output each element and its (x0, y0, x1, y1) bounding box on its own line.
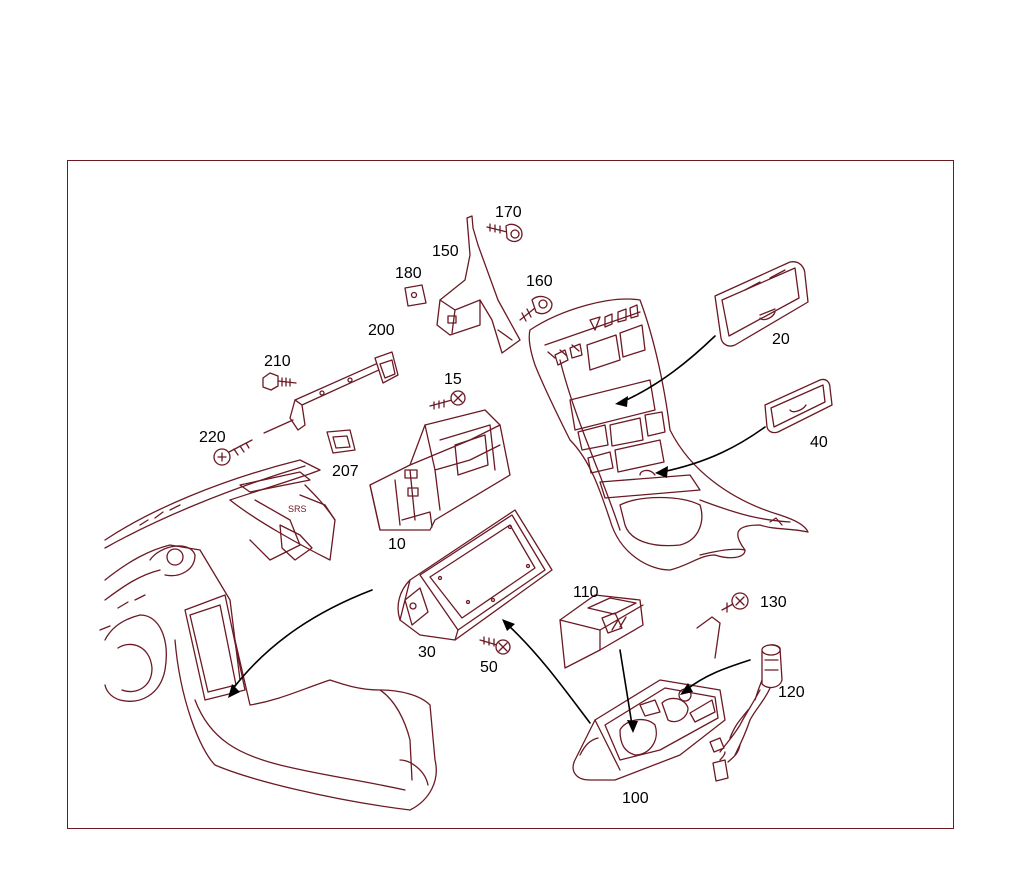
callout-labels: 10 15 20 30 40 50 100 110 120 130 150 16… (199, 204, 828, 807)
label-210: 210 (264, 353, 291, 370)
air-vent-40 (764, 378, 833, 434)
label-40: 40 (810, 434, 828, 451)
dashboard-panel: SRS (99, 459, 336, 702)
bracket-200-icon (263, 351, 399, 434)
label-100: 100 (622, 790, 649, 807)
screw-130-icon (696, 592, 749, 659)
bolt-210-icon (262, 372, 297, 391)
label-30: 30 (418, 644, 436, 661)
bracket-150-icon (436, 215, 521, 354)
clip-180-icon (404, 284, 427, 307)
label-10: 10 (388, 536, 406, 553)
lower-cover-panel (174, 639, 437, 811)
label-20: 20 (772, 331, 790, 348)
label-130: 130 (760, 594, 787, 611)
label-120: 120 (778, 684, 805, 701)
screw-220-icon (213, 439, 253, 466)
ashtray-arrows (502, 619, 751, 733)
center-console-frame (528, 298, 809, 571)
console-arrows (615, 335, 766, 478)
cigarette-lighter-120 (709, 644, 783, 782)
diagram-frame (67, 160, 954, 829)
ashtray-insert-110 (559, 594, 644, 669)
air-vent-20 (714, 261, 809, 347)
label-207: 207 (332, 463, 359, 480)
arrow-to-dashboard (228, 589, 373, 698)
label-50: 50 (480, 659, 498, 676)
label-180: 180 (395, 265, 422, 282)
screw-160-icon (519, 295, 553, 322)
screw-50-icon (479, 636, 511, 655)
label-110: 110 (573, 584, 599, 601)
label-160: 160 (526, 273, 553, 290)
glove-box-lid-30 (397, 509, 553, 641)
label-220: 220 (199, 429, 226, 446)
label-200: 200 (368, 322, 395, 339)
label-15: 15 (444, 371, 462, 388)
label-170: 170 (495, 204, 522, 221)
label-150: 150 (432, 243, 459, 260)
screw-170-icon (486, 223, 523, 243)
glove-box-housing-10 (369, 409, 511, 531)
screw-15-icon (429, 390, 466, 410)
ashtray-housing-100 (572, 679, 726, 781)
clip-207-icon (326, 429, 356, 454)
srs-marking: SRS (288, 504, 307, 514)
